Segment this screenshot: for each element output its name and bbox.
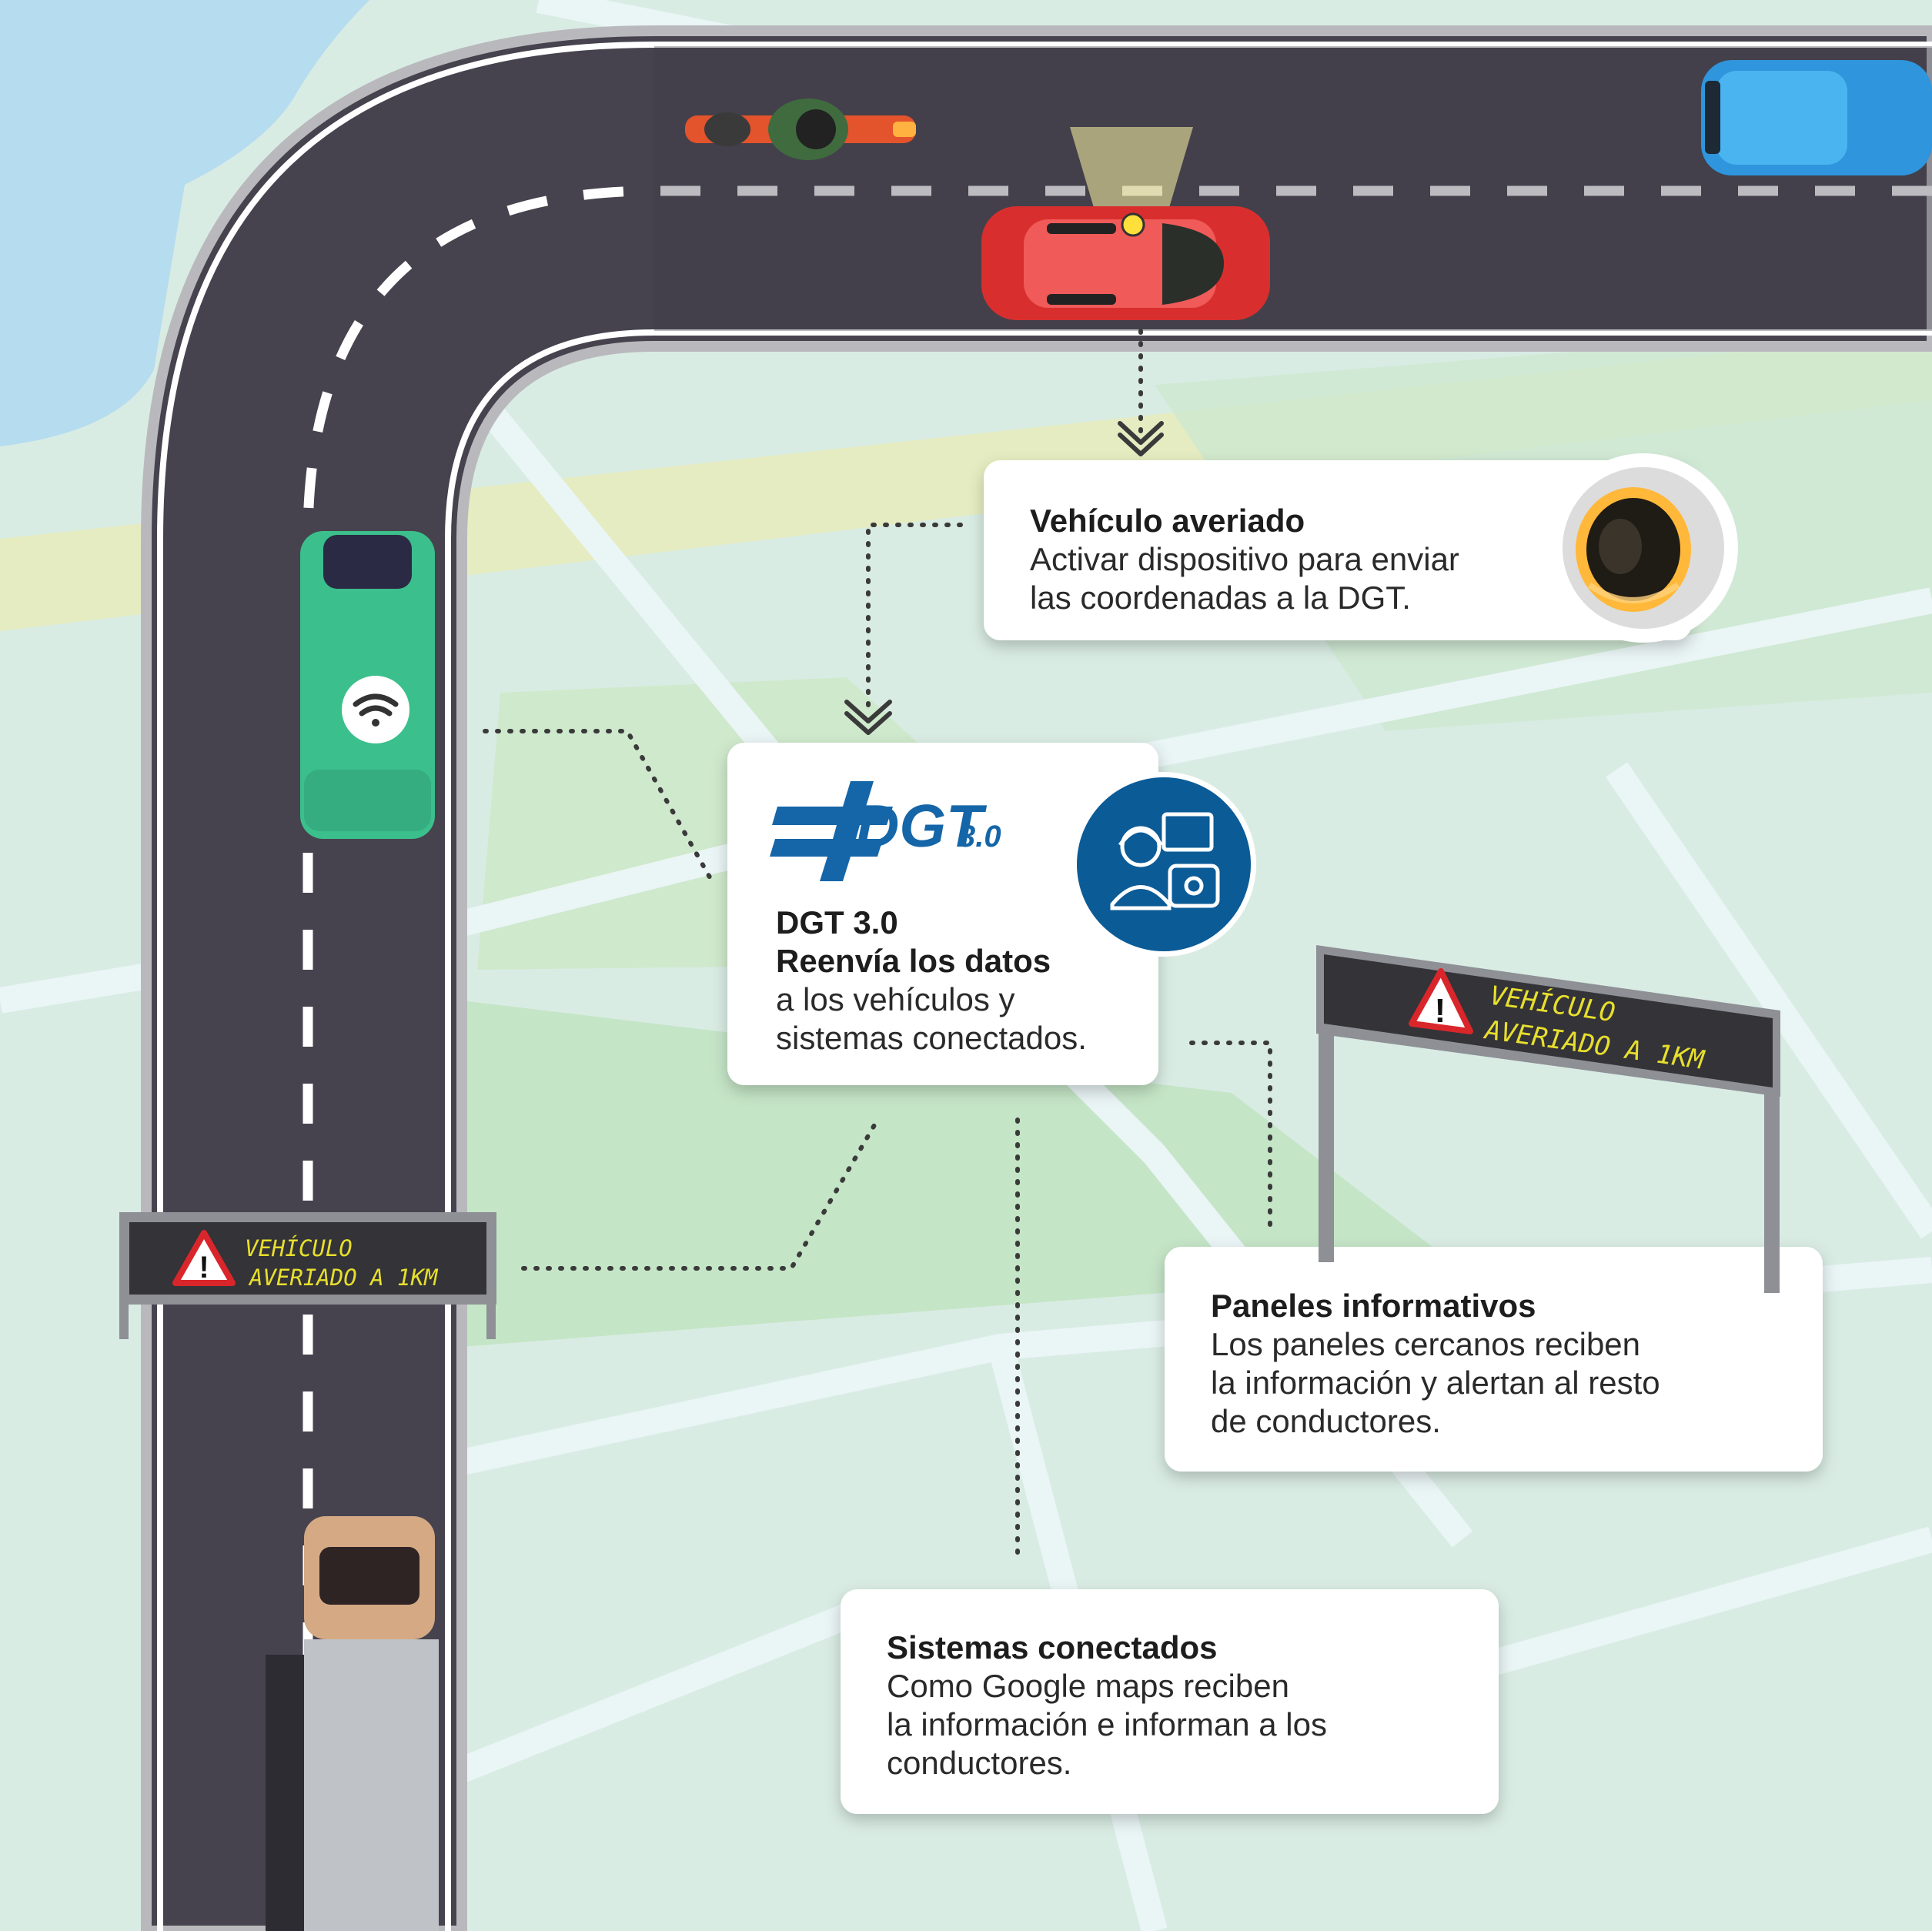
- left-sign-line2: AVERIADO A 1KM: [248, 1265, 439, 1291]
- dgt-line-2: sistemas conectados.: [776, 1020, 1087, 1056]
- connector-arrows: [844, 421, 1164, 735]
- systems-line-3: conductores.: [887, 1745, 1072, 1781]
- panels-title: Paneles informativos: [1211, 1288, 1536, 1324]
- dgt-logo-text: DGT: [856, 792, 988, 860]
- truck: [266, 1516, 439, 1931]
- panels-text: Paneles informativos Los paneles cercano…: [1211, 1287, 1780, 1441]
- svg-text:!: !: [199, 1251, 209, 1285]
- water-area: [0, 0, 369, 446]
- wifi-icon: [353, 693, 399, 727]
- dgt-card: DGT 3.0: [727, 743, 1256, 1085]
- broken-vehicle-title: Vehículo averiado: [1030, 503, 1305, 539]
- left-sign-line1: VEHÍCULO: [245, 1235, 353, 1261]
- panels-line-2: la información y alertan al resto: [1211, 1365, 1660, 1401]
- dgt-logo-mark: [770, 781, 893, 881]
- blue-car: [1701, 60, 1932, 175]
- systems-card-bg: [841, 1589, 1499, 1814]
- dgt-line-1: a los vehículos y: [776, 981, 1015, 1017]
- systems-line-2: la información e informan a los: [887, 1706, 1327, 1742]
- panels-card-bg: [1165, 1247, 1823, 1472]
- panels-line-1: Los paneles cercanos reciben: [1211, 1326, 1641, 1362]
- warning-triangle-icon: [1409, 968, 1473, 1034]
- broken-red-car: [981, 127, 1270, 320]
- dgt-text: DGT 3.0 Reenvía los datos a los vehículo…: [776, 904, 1145, 1057]
- left-message-sign: ! VEHÍCULO AVERIADO A 1KM: [119, 1212, 496, 1339]
- systems-text: Sistemas conectados Como Google maps rec…: [887, 1629, 1456, 1782]
- road-center-line: [303, 185, 1932, 1931]
- systems-title: Sistemas conectados: [887, 1629, 1218, 1665]
- svg-text:!: !: [1435, 992, 1446, 1030]
- broken-vehicle-text: Vehículo averiado Activar dispositivo pa…: [1030, 502, 1523, 617]
- panels-line-3: de conductores.: [1211, 1403, 1441, 1439]
- broken-vehicle-line-2: las coordenadas a la DGT.: [1030, 580, 1411, 616]
- broken-vehicle-card: [984, 453, 1738, 643]
- warning-triangle-icon: [172, 1230, 236, 1286]
- dgt-title-line-1: DGT 3.0: [776, 904, 898, 940]
- dgt-title-line-2: Reenvía los datos: [776, 943, 1051, 979]
- broken-vehicle-line-1: Activar dispositivo para enviar: [1030, 541, 1459, 577]
- connector-lines: [483, 329, 1272, 1557]
- green-van: [300, 531, 435, 839]
- motorcycle: [685, 99, 916, 160]
- systems-line-1: Como Google maps reciben: [887, 1668, 1289, 1704]
- dgt-logo-version: 3.0: [958, 820, 1001, 854]
